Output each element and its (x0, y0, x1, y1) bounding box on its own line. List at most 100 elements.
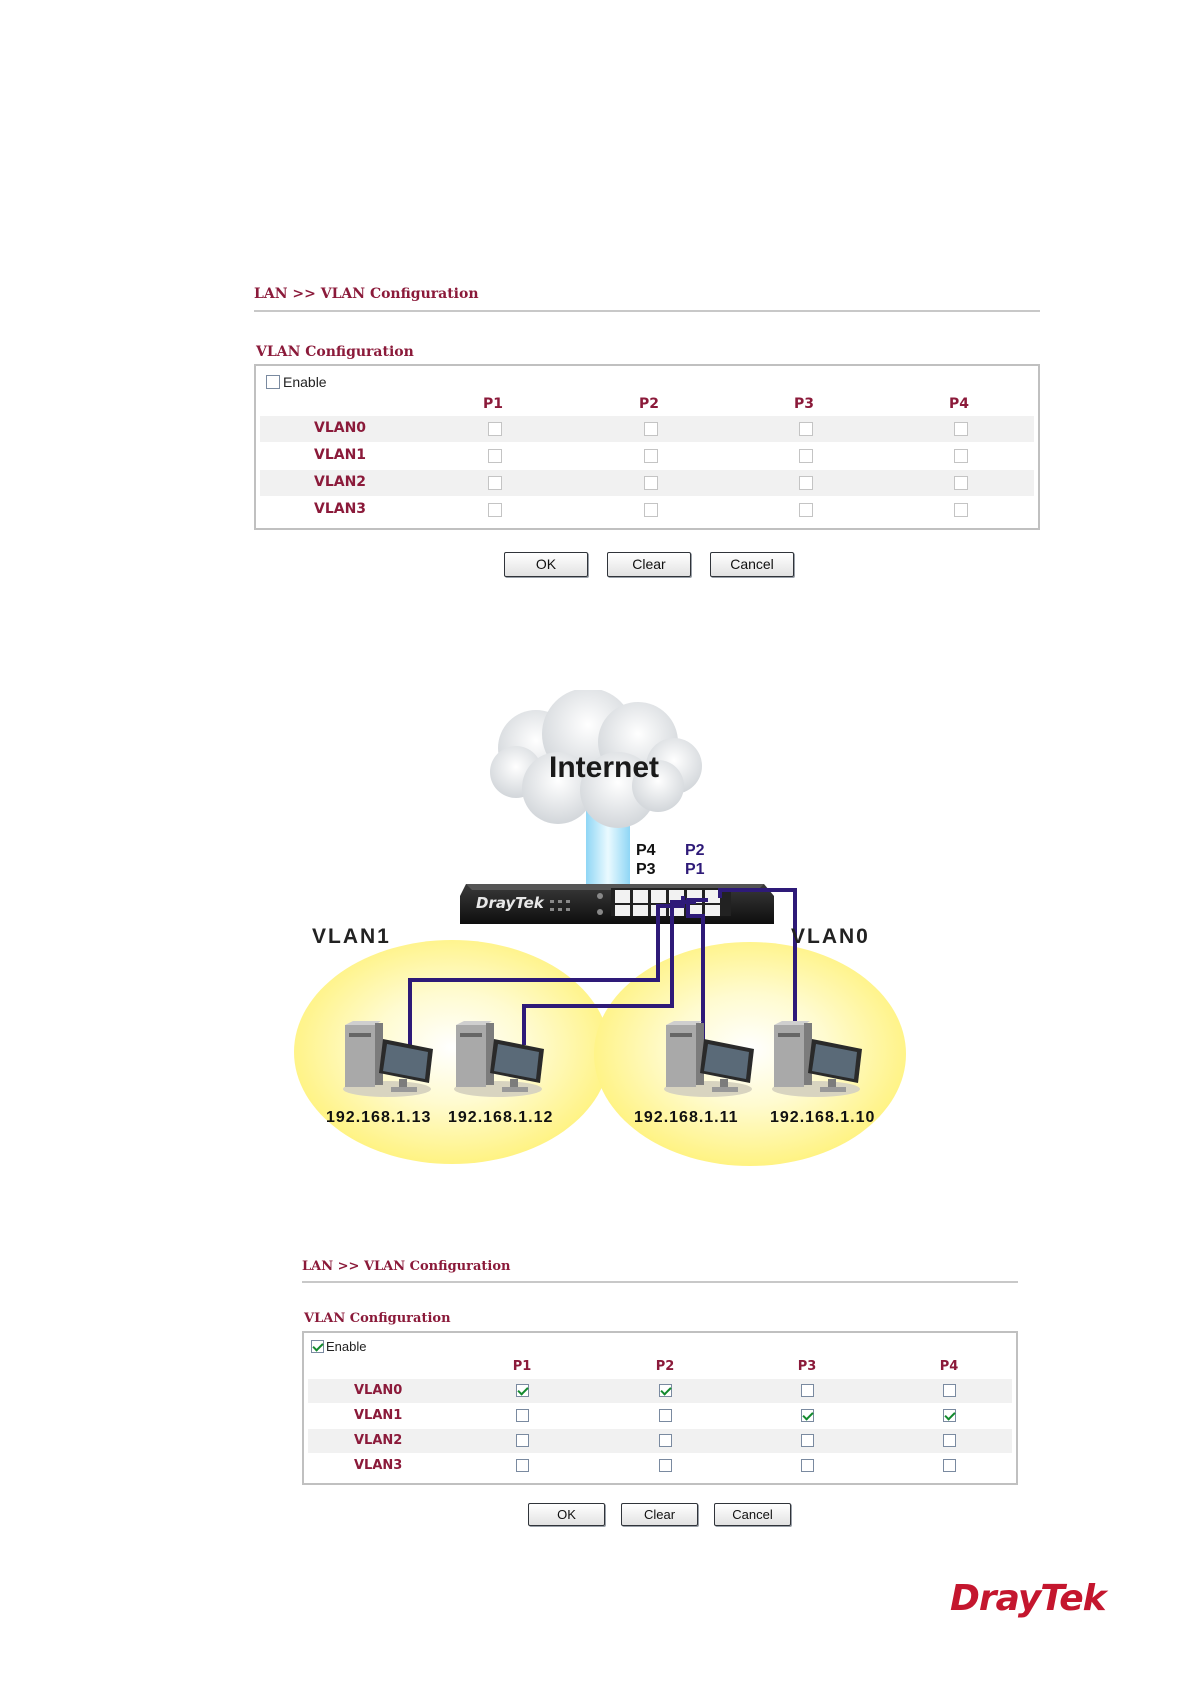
vlan0-p2-checkbox[interactable] (644, 422, 658, 436)
port-header-p2: P2 (655, 1359, 675, 1374)
vlan-config-box: Enable P1 P2 P3 P4 VLAN0 VLAN1 VLAN2 (302, 1331, 1018, 1485)
clear-button[interactable]: Clear (607, 552, 691, 577)
table-row: VLAN2 (308, 1429, 1012, 1453)
vlan0-p3-checkbox[interactable] (801, 1384, 814, 1397)
vlan-panel-bottom: LAN >> VLAN Configuration VLAN Configura… (302, 1259, 1018, 1527)
vlan2-p4-checkbox[interactable] (943, 1434, 956, 1447)
vlan1-p2-checkbox[interactable] (644, 449, 658, 463)
vlan3-p4-checkbox[interactable] (943, 1459, 956, 1472)
vlan-label: VLAN1 (354, 1408, 403, 1423)
section-title: VLAN Configuration (304, 1311, 451, 1326)
vlan1-zone (294, 940, 610, 1164)
port-header-p1: P1 (512, 1359, 532, 1374)
vlan-label: VLAN3 (354, 1458, 403, 1473)
vlan-label: VLAN2 (314, 474, 367, 490)
port-label-p3: P3 (636, 861, 656, 878)
vlan0-p1-checkbox[interactable] (488, 422, 502, 436)
enable-label: Enable (326, 1339, 367, 1354)
pc-icon (772, 1021, 862, 1097)
pc-icon (454, 1021, 544, 1097)
port-header-p4: P4 (948, 396, 969, 412)
vlan2-p1-checkbox[interactable] (516, 1434, 529, 1447)
vlan1-p4-checkbox[interactable] (943, 1409, 956, 1422)
host-ip-label: 192.168.1.12 (448, 1109, 553, 1126)
vlan2-p3-checkbox[interactable] (801, 1434, 814, 1447)
table-row: VLAN3 (308, 1454, 1012, 1478)
vlan-label: VLAN2 (354, 1433, 403, 1448)
cancel-button[interactable]: Cancel (710, 552, 794, 577)
button-bar: OK Clear Cancel (528, 1503, 791, 1526)
vlan1-title: VLAN1 (312, 925, 391, 948)
section-title: VLAN Configuration (256, 344, 414, 360)
breadcrumb-divider (254, 310, 1040, 312)
vlan-label: VLAN3 (314, 501, 367, 517)
port-header-p1: P1 (482, 396, 503, 412)
port-header-p3: P3 (793, 396, 814, 412)
vlan-network-diagram: Internet DrayTek P4 P3 P2 P1 VLAN1 VLAN0 (294, 690, 906, 1166)
vlan3-p1-checkbox[interactable] (488, 503, 502, 517)
draytek-logo: DrayTek (950, 1578, 1107, 1619)
vlan2-p4-checkbox[interactable] (954, 476, 968, 490)
vlan0-title: VLAN0 (791, 925, 870, 948)
vlan-label: VLAN0 (354, 1383, 403, 1398)
host-ip-label: 192.168.1.10 (770, 1109, 875, 1126)
button-bar: OK Clear Cancel (504, 552, 794, 577)
internet-label: Internet (549, 751, 659, 784)
table-row: VLAN0 (308, 1379, 1012, 1403)
vlan-config-box: Enable P1 P2 P3 P4 VLAN0 VLAN1 VLAN2 (254, 364, 1040, 530)
table-row: VLAN1 (308, 1404, 1012, 1428)
vlan2-p3-checkbox[interactable] (799, 476, 813, 490)
table-row: VLAN3 (260, 497, 1034, 523)
vlan1-p3-checkbox[interactable] (799, 449, 813, 463)
vlan1-p4-checkbox[interactable] (954, 449, 968, 463)
enable-label: Enable (283, 374, 327, 390)
network-cables (408, 888, 797, 1045)
vlan1-p1-checkbox[interactable] (516, 1409, 529, 1422)
port-label-p4: P4 (636, 842, 656, 859)
vlan0-p4-checkbox[interactable] (954, 422, 968, 436)
vlan-label: VLAN0 (314, 420, 367, 436)
vlan1-p3-checkbox[interactable] (801, 1409, 814, 1422)
port-header-p4: P4 (939, 1359, 959, 1374)
vlan-panel-top: LAN >> VLAN Configuration VLAN Configura… (254, 286, 1040, 582)
host-ip-label: 192.168.1.13 (326, 1109, 431, 1126)
vlan0-p4-checkbox[interactable] (943, 1384, 956, 1397)
cancel-button[interactable]: Cancel (714, 1503, 791, 1526)
port-label-p1: P1 (685, 861, 705, 878)
internet-cloud-icon (490, 690, 702, 828)
vlan3-p3-checkbox[interactable] (799, 503, 813, 517)
vlan1-p2-checkbox[interactable] (659, 1409, 672, 1422)
port-header-p3: P3 (797, 1359, 817, 1374)
vlan0-p3-checkbox[interactable] (799, 422, 813, 436)
vlan1-p1-checkbox[interactable] (488, 449, 502, 463)
table-row: VLAN0 (260, 416, 1034, 442)
clear-button[interactable]: Clear (621, 1503, 698, 1526)
router-brand: DrayTek (476, 894, 545, 912)
vlan2-p1-checkbox[interactable] (488, 476, 502, 490)
vlan-label: VLAN1 (314, 447, 367, 463)
enable-checkbox[interactable] (266, 375, 280, 389)
port-header-p2: P2 (638, 396, 659, 412)
port-label-p2: P2 (685, 842, 705, 859)
vlan2-p2-checkbox[interactable] (659, 1434, 672, 1447)
vlan0-p1-checkbox[interactable] (516, 1384, 529, 1397)
ok-button[interactable]: OK (528, 1503, 605, 1526)
vlan3-p4-checkbox[interactable] (954, 503, 968, 517)
breadcrumb: LAN >> VLAN Configuration (302, 1259, 511, 1274)
table-row: VLAN1 (260, 443, 1034, 469)
breadcrumb: LAN >> VLAN Configuration (254, 286, 479, 302)
pc-icon (664, 1021, 754, 1097)
enable-row[interactable]: Enable (266, 374, 327, 390)
vlan3-p2-checkbox[interactable] (644, 503, 658, 517)
vlan0-p2-checkbox[interactable] (659, 1384, 672, 1397)
vlan3-p1-checkbox[interactable] (516, 1459, 529, 1472)
vlan3-p3-checkbox[interactable] (801, 1459, 814, 1472)
vlan3-p2-checkbox[interactable] (659, 1459, 672, 1472)
enable-checkbox[interactable] (311, 1340, 324, 1353)
ok-button[interactable]: OK (504, 552, 588, 577)
pc-icon (343, 1021, 433, 1097)
enable-row[interactable]: Enable (311, 1339, 366, 1354)
host-ip-label: 192.168.1.11 (634, 1109, 739, 1126)
table-row: VLAN2 (260, 470, 1034, 496)
vlan2-p2-checkbox[interactable] (644, 476, 658, 490)
